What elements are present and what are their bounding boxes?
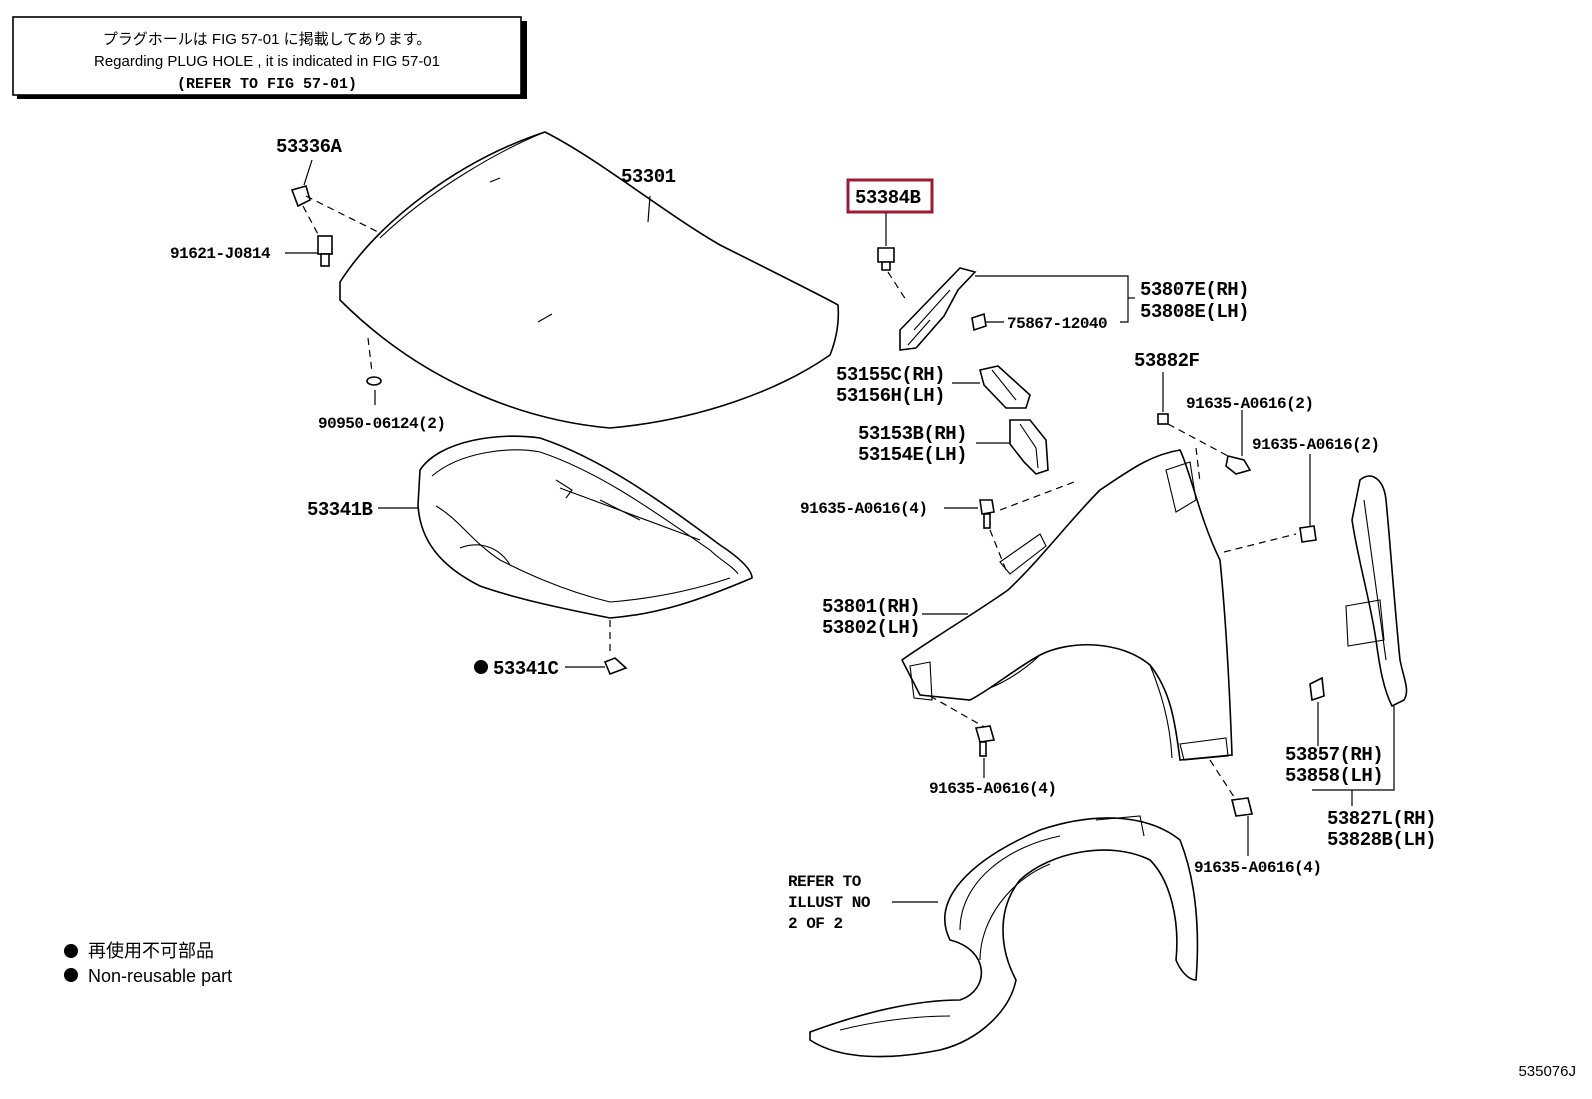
label-refer-3: 2 OF 2 [788,915,843,933]
front-fender[interactable] [900,449,1233,761]
label-53154E[interactable]: 53154E(LH) [858,444,968,466]
leader-53807E [975,275,1129,323]
fender-bolt-d[interactable] [974,725,996,743]
label-53384B[interactable]: 53384B [855,187,921,209]
label-53828B[interactable]: 53828B(LH) [1327,829,1437,851]
note-line-jp: プラグホールは FIG 57-01 に掲載してあります。 [103,31,431,48]
label-91635-c[interactable]: 91635-A0616(4) [800,500,928,518]
legend: 再使用不可部品 Non-reusable part [64,941,232,986]
label-91635-e[interactable]: 91635-A0616(4) [1194,859,1322,877]
label-refer-1: REFER TO [788,873,862,891]
hood-plug[interactable] [366,376,382,386]
label-refer-2: ILLUST NO [788,894,871,912]
seal-clip[interactable] [1309,676,1325,702]
legend-bullet-jp [64,944,78,958]
label-53857[interactable]: 53857(RH) [1285,744,1384,766]
label-53858[interactable]: 53858(LH) [1285,765,1384,787]
note-line-ref: (REFER TO FIG 57-01) [177,76,357,93]
non-reusable-marker [474,660,488,674]
label-53802[interactable]: 53802(LH) [822,617,921,639]
label-53153B[interactable]: 53153B(RH) [858,423,968,445]
fender-bolt-c[interactable] [979,499,995,515]
highlight-box-53384B [846,178,934,214]
label-91635-a[interactable]: 91635-A0616(2) [1186,395,1314,413]
fender-dash-side [1223,533,1297,553]
label-75867[interactable]: 75867-12040 [1007,315,1108,333]
label-53882F[interactable]: 53882F [1134,350,1200,372]
label-91621[interactable]: 91621-J0814 [170,245,272,263]
cushion-dash [887,271,907,301]
label-91635-d[interactable]: 91635-A0616(4) [929,780,1057,798]
bracket-clip[interactable] [971,312,987,332]
label-91635-b[interactable]: 91635-A0616(2) [1252,436,1380,454]
hood-cushion-stem [881,261,891,271]
label-90950[interactable]: 90950-06124(2) [318,415,446,433]
leader-53301 [647,195,651,223]
label-53341C[interactable]: 53341C [493,658,559,680]
fender-rail-seal[interactable] [1345,475,1408,708]
label-53808E[interactable]: 53808E(LH) [1140,301,1250,323]
label-53301[interactable]: 53301 [621,166,676,188]
legend-bullet-en [64,968,78,982]
fender-dash-clip [1195,447,1201,483]
legend-en: Non-reusable part [88,966,232,986]
fender-protector-lower[interactable] [1009,419,1049,475]
label-53336A[interactable]: 53336A [276,136,343,158]
note-line-en: Regarding PLUG HOLE , it is indicated in… [94,53,440,70]
fender-dash-top [999,481,1075,511]
hood-panel[interactable] [339,131,840,429]
fender-bolt-e[interactable] [1231,797,1253,817]
insulator-clip[interactable] [603,657,628,676]
label-53341B[interactable]: 53341B [307,499,373,521]
fender-bolt-b[interactable] [1299,525,1317,543]
hood-insulator[interactable] [417,435,753,619]
fender-clip[interactable] [1157,413,1169,425]
fender-bolt-c-stem [983,513,991,529]
leader-53827L-right [1312,706,1395,791]
hood-cushion[interactable] [877,247,895,263]
bolt-c-dash [989,529,1007,571]
label-53155C[interactable]: 53155C(RH) [836,364,946,386]
legend-jp: 再使用不可部品 [88,941,214,961]
label-53807E[interactable]: 53807E(RH) [1140,279,1250,301]
fender-bolt-a[interactable] [1225,455,1252,475]
fender-liner[interactable] [809,815,1199,1058]
label-53801[interactable]: 53801(RH) [822,596,921,618]
fender-bolt-d-stem [979,741,987,757]
fender-dash-lower [1209,759,1237,801]
fender-seal-bracket[interactable] [899,267,977,351]
fender-protector-upper[interactable] [979,365,1031,409]
plug-dash [367,337,373,373]
label-53827L[interactable]: 53827L(RH) [1327,808,1437,830]
label-53156H[interactable]: 53156H(LH) [836,385,946,407]
figure-id: 535076J [1518,1063,1576,1080]
fender-dash-bottom [929,695,987,729]
hood-stay-bracket[interactable] [290,185,379,267]
note-box: プラグホールは FIG 57-01 に掲載してあります。 Regarding P… [12,16,527,99]
leader-53336A [303,159,313,186]
